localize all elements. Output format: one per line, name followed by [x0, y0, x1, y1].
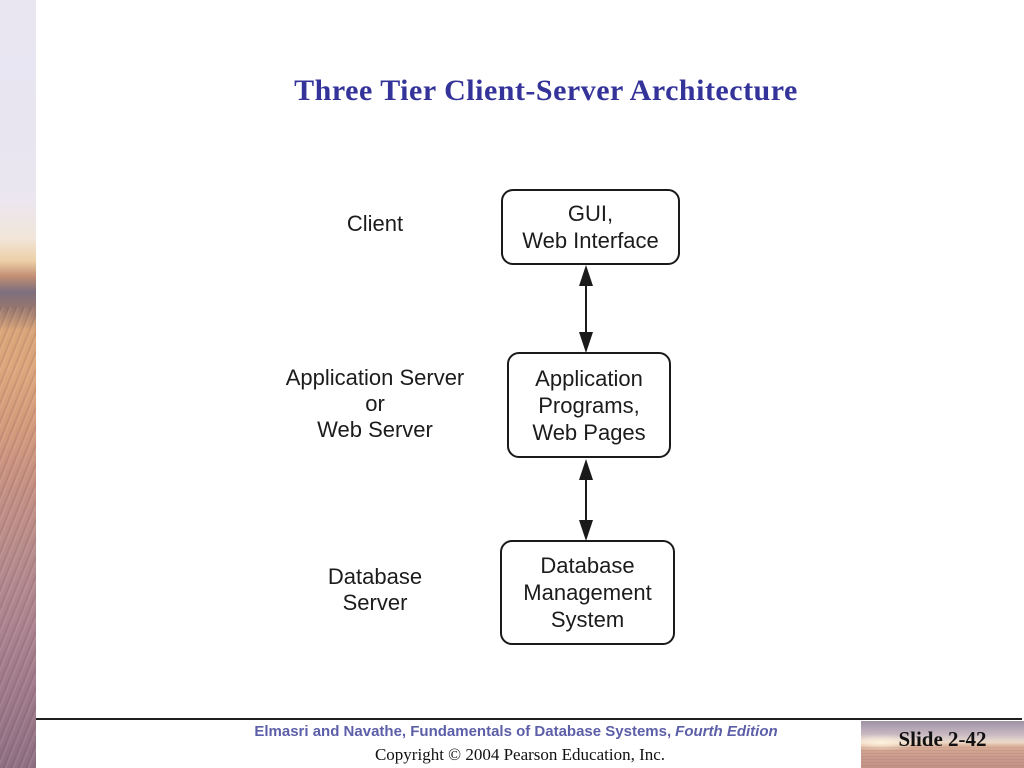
- footer-copyright: Copyright © 2004 Pearson Education, Inc.: [374, 745, 666, 764]
- tier-label-database-server: Database Server: [327, 564, 423, 615]
- slide-title: Three Tier Client-Server Architecture: [294, 74, 798, 107]
- box-gui-web-interface: GUI, Web Interface: [501, 189, 680, 265]
- box-application-programs: Application Programs, Web Pages: [507, 352, 671, 458]
- dune-ripples-texture: [0, 307, 36, 768]
- tier-label-application-server: Application Server or Web Server: [285, 365, 465, 442]
- citation-text: Elmasri and Navathe, Fundamentals of Dat…: [254, 723, 672, 740]
- footer-divider-line: [36, 718, 1022, 720]
- footer-citation: Elmasri and Navathe, Fundamentals of Dat…: [36, 723, 996, 740]
- double-arrow-icon: [579, 265, 593, 353]
- sand-ripples-texture: [861, 746, 1024, 768]
- tier-label-client: Client: [346, 211, 404, 236]
- double-arrow-icon: [579, 459, 593, 541]
- citation-edition-text: Fourth Edition: [675, 723, 778, 740]
- box-database-management-system: Database Management System: [500, 540, 675, 645]
- slide-number-photo-block: Slide 2-42: [861, 721, 1024, 768]
- left-decorative-photo-strip: [0, 0, 36, 768]
- slide-number: Slide 2-42: [898, 727, 987, 751]
